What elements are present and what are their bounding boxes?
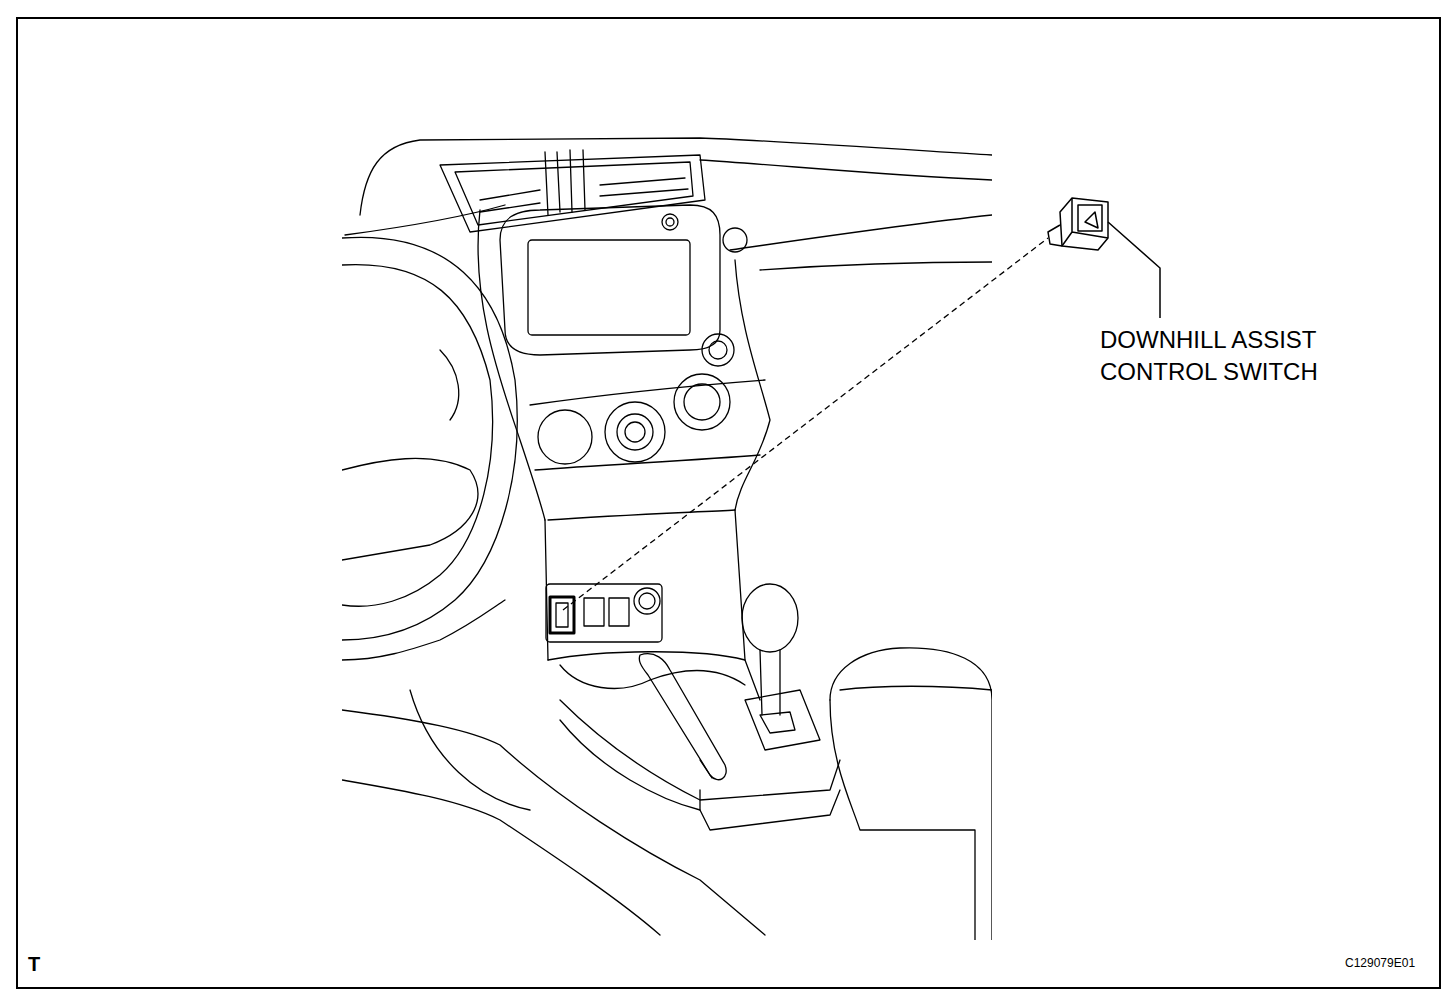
frame xyxy=(17,18,1440,988)
view-code: T xyxy=(28,952,58,976)
dashed-leader xyxy=(563,238,1048,610)
part-name: DOWNHILL ASSIST CONTROL SWITCH xyxy=(1100,324,1362,388)
switch-detail xyxy=(1048,198,1108,250)
leader-line xyxy=(1108,222,1160,318)
interior-drawing xyxy=(342,138,992,940)
figure-number: C129079E01 xyxy=(1345,955,1435,971)
